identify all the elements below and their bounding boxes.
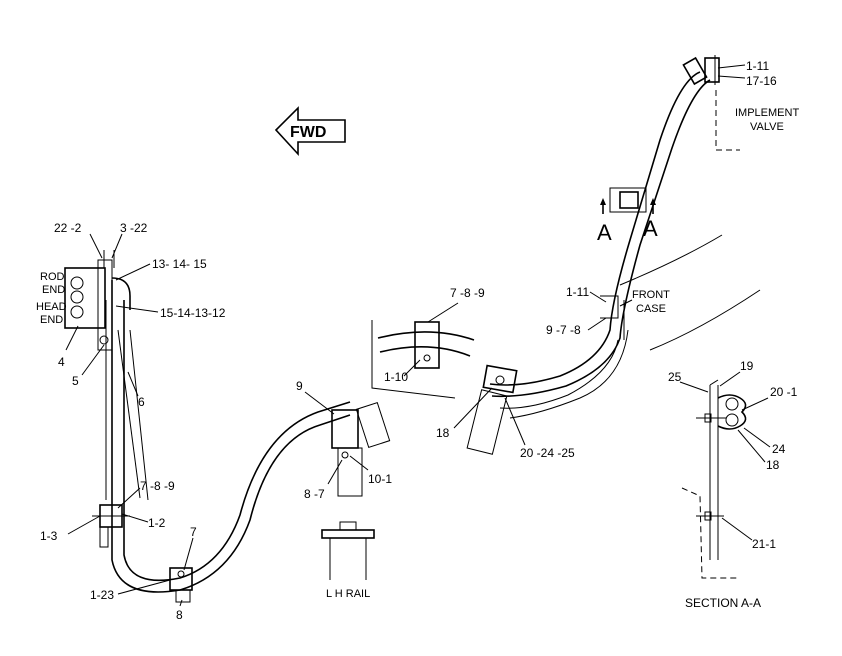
label-8: 8 [176,608,183,622]
label-front: FRONT [632,289,670,301]
label-9-7-8: 9 -7 -8 [546,323,581,337]
cylinder-mount [64,250,131,351]
label-25: 25 [668,370,682,384]
label-head: HEAD [36,301,67,313]
label-21-1: 21-1 [752,537,776,551]
lh-rail [321,521,375,580]
section-mark-left: A [597,220,612,245]
label-7-8-9-low: 7 -8 -9 [140,479,175,493]
label-5: 5 [72,374,79,388]
label-1-10: 1-10 [384,370,408,384]
label-10-1: 10-1 [368,472,392,486]
detail-middle-clamp [371,320,475,399]
label-20-1: 20 -1 [770,385,798,399]
main-hose [105,280,351,593]
label-rod-end: END [42,284,65,296]
label-case: CASE [636,303,666,315]
label-head-end: END [40,314,63,326]
label-1-23: 1-23 [90,588,114,602]
label-1-3: 1-3 [40,529,58,543]
label-15-14-13-12: 15-14-13-12 [160,306,226,320]
label-rod: ROD [40,271,65,283]
clamp-right-mid [466,364,518,455]
label-17-16: 17-16 [746,74,777,88]
label-18-mid: 18 [436,426,450,440]
label-1-11-top: 1-11 [746,59,769,73]
label-implement: IMPLEMENT [735,107,799,119]
label-1-2: 1-2 [148,516,166,530]
label-3-22: 3 -22 [120,221,148,235]
section-marker: A A [597,187,658,245]
label-lh-rail: L H RAIL [326,588,370,600]
label-section-aa: SECTION A-A [685,596,761,610]
front-case-outline [600,234,761,351]
label-valve: VALVE [750,121,784,133]
clamp-rail [331,401,391,497]
label-13-14-15: 13- 14- 15 [152,257,207,271]
label-7-8-9-mid: 7 -8 -9 [450,286,485,300]
label-8-7: 8 -7 [304,487,325,501]
label-1-11-mid: 1-11 [566,285,589,299]
label-24: 24 [772,442,786,456]
label-22-2: 22 -2 [54,221,82,235]
label-18-sec: 18 [766,458,780,472]
label-6: 6 [138,395,145,409]
label-20-24-25: 20 -24 -25 [520,446,575,460]
label-7: 7 [190,525,197,539]
clamp-bottom [169,567,193,603]
label-19: 19 [740,359,754,373]
fwd-label: FWD [290,124,326,141]
upper-hose [489,55,740,419]
section-aa-detail [681,379,747,579]
label-4: 4 [58,355,65,369]
part-labels: 1-11 17-16 IMPLEMENT VALVE 1-11 9 -7 -8 … [36,59,799,622]
fwd-arrow: FWD [274,106,346,157]
label-9: 9 [296,379,303,393]
leader-lines [65,64,771,607]
section-mark-right: A [643,216,658,241]
